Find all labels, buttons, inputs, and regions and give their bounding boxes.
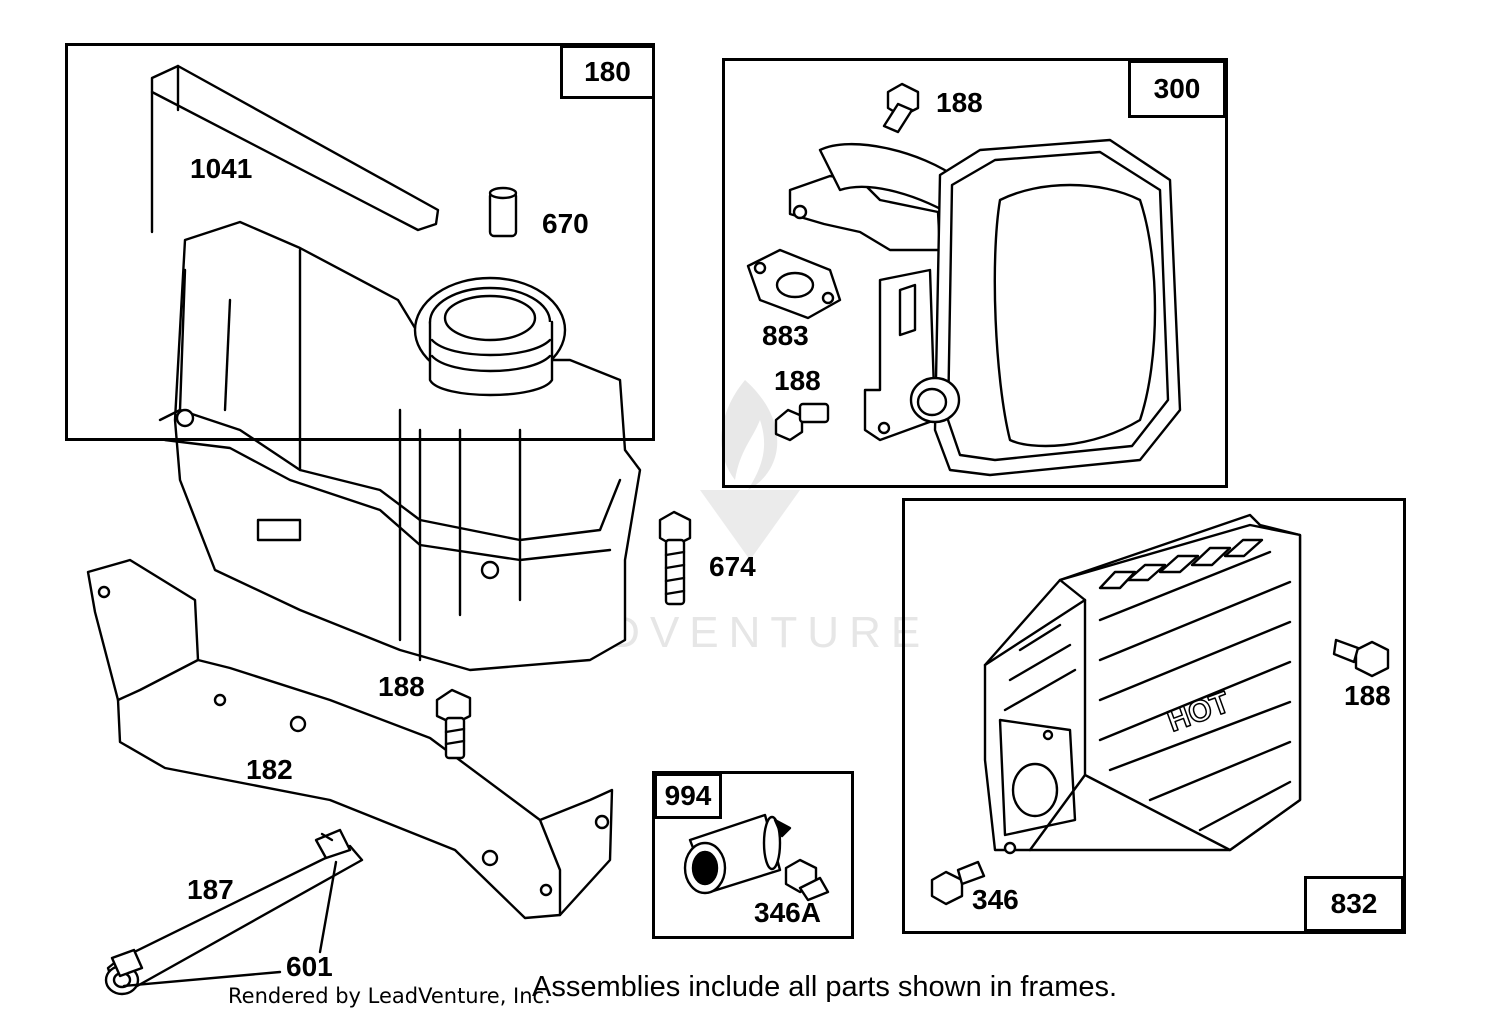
- part-674-bolt: [658, 510, 692, 606]
- label-part-187: 187: [187, 874, 234, 905]
- part-994-spark-arrester: [683, 813, 830, 902]
- part-188-bolt-top: [882, 82, 920, 134]
- part-1041-strip: [150, 64, 440, 234]
- part-fuel-tank: [158, 220, 642, 672]
- label-part-670: 670: [542, 208, 589, 239]
- part-832-heat-shield: HOT: [983, 513, 1302, 855]
- part-346-bolt: [930, 860, 986, 906]
- assembly-number-832: 832: [1304, 876, 1404, 932]
- render-credit: Rendered by LeadVenture, Inc.: [228, 984, 551, 1008]
- heat-shield-window: [998, 718, 1077, 837]
- part-188-bolt-bracket: [435, 688, 472, 760]
- frame-assembly-180: [65, 43, 655, 441]
- label-part-188-mid: 188: [774, 365, 821, 396]
- part-188-bolt-mid: [774, 402, 830, 442]
- frame-assembly-832: [902, 498, 1406, 934]
- label-part-883: 883: [762, 320, 809, 351]
- label-part-182: 182: [246, 754, 293, 785]
- part-182-bracket: [86, 558, 614, 920]
- label-part-346A: 346A: [754, 897, 821, 928]
- assembly-number-994: 994: [654, 773, 722, 819]
- assembly-number-180: 180: [560, 45, 655, 99]
- label-part-1041: 1041: [190, 153, 253, 184]
- label-part-188-right: 188: [1344, 680, 1391, 711]
- label-part-674: 674: [709, 551, 756, 582]
- label-part-188-top: 188: [936, 87, 983, 118]
- assembly-number-300: 300: [1128, 60, 1226, 118]
- part-300-muffler: [788, 138, 1182, 477]
- frame-assembly-300: [722, 58, 1228, 488]
- label-part-346: 346: [972, 884, 1019, 915]
- label-part-601: 601: [286, 951, 333, 982]
- label-part-188-bracket: 188: [378, 671, 425, 702]
- part-187-fuel-line: [104, 828, 364, 996]
- watermark-logo: [700, 380, 800, 560]
- part-188-bolt-right: [1332, 638, 1390, 678]
- part-883-gasket: [746, 248, 842, 320]
- assembly-note: Assemblies include all parts shown in fr…: [532, 971, 1118, 1003]
- heat-shield-slots: [1003, 538, 1292, 832]
- frame-assembly-994: [652, 771, 854, 939]
- part-670-bushing: [488, 186, 518, 238]
